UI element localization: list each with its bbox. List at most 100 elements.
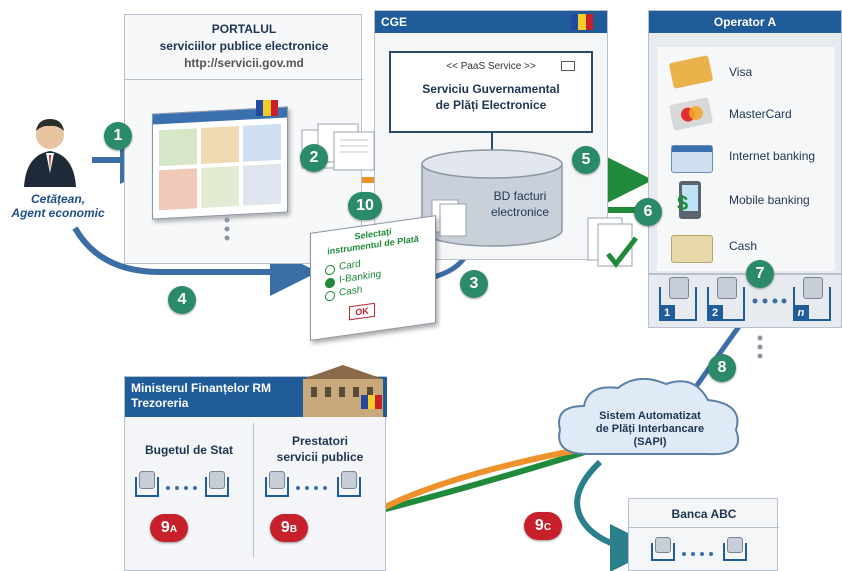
citizen-label-line1: Cetățean, [30, 192, 86, 206]
server-icon [139, 471, 155, 489]
step-badge-10: 10 [348, 192, 382, 220]
account-slot-1: 1 [659, 277, 697, 321]
server-icon [269, 471, 285, 489]
sapi-cloud-icon [558, 377, 739, 456]
step-9a-sub: A [169, 524, 178, 535]
citizen-label: Cetățean, Agent economic [8, 192, 108, 220]
payment-instrument-form: Selectați instrumentul de Plată Card I-B… [310, 215, 436, 341]
citizen-label-line2: Agent economic [11, 206, 105, 220]
dollar-icon: $ [677, 193, 689, 215]
portal-divider [125, 79, 363, 80]
person-icon [24, 119, 76, 187]
paas-service-name: Serviciu Guvernamental de Plăți Electron… [391, 81, 591, 113]
vertical-ellipsis-icon [224, 217, 230, 241]
paas-service-box: << PaaS Service >> Serviciu Guvernamenta… [389, 51, 593, 133]
ministry-building-icon [303, 365, 383, 417]
db-label-line1: BD facturi [493, 189, 547, 203]
moldova-flag-icon [571, 14, 593, 30]
browser-window-icon [671, 145, 713, 173]
step-badge-8: 8 [708, 354, 736, 382]
radio-icon[interactable] [325, 264, 335, 276]
portal-screenshot-tile [201, 126, 239, 164]
step-badge-9c: 9C [524, 512, 562, 540]
arrow-step-9c [574, 459, 658, 571]
cge-title-bar: CGE [375, 11, 607, 33]
account-slot [265, 471, 289, 497]
sapi-label-line3: (SAPI) [633, 436, 667, 448]
step-badge-5: 5 [572, 146, 600, 174]
server-icon [727, 537, 743, 553]
account-slot [651, 537, 675, 561]
account-number-1: 1 [659, 305, 675, 321]
portal-screenshot-tile [159, 128, 197, 167]
step-badge-6: 6 [634, 198, 662, 226]
method-mastercard-label: MasterCard [729, 107, 792, 121]
method-visa-label: Visa [729, 65, 753, 79]
form-options: Card I-Banking Cash [325, 250, 425, 303]
ellipsis-icon [296, 486, 327, 490]
ellipsis-icon [682, 552, 713, 556]
ellipsis-icon [752, 298, 787, 304]
sapi-label: Sistem Automatizat de Plăți Interbancare… [570, 410, 730, 449]
method-internet-banking-label: Internet banking [729, 149, 816, 163]
account-slot-n: n [793, 277, 831, 321]
bank-divider [629, 527, 779, 528]
server-icon [803, 277, 823, 299]
portal-screenshot-tile [201, 166, 239, 208]
ministry-title-line2: Trezoreria [131, 396, 189, 410]
portal-screenshot-tile [159, 168, 197, 211]
operator-title-bar: Operator A [649, 11, 841, 33]
step-9b-sub: B [289, 524, 298, 535]
payment-methods-list: Visa MasterCard Internet banking $ Mobil… [657, 47, 835, 271]
paas-service-tag: << PaaS Service >> [446, 61, 536, 72]
portal-screenshot-tile [243, 163, 281, 206]
account-slot [723, 537, 747, 561]
cash-icon [671, 235, 713, 263]
form-ok-button[interactable]: OK [349, 302, 375, 321]
portal-url: http://servicii.gov.md [184, 56, 304, 70]
mobile-phone-icon [679, 181, 701, 219]
server-icon [209, 471, 225, 489]
account-number-n: n [793, 305, 809, 321]
vertical-ellipsis-icon [757, 335, 763, 359]
step-badge-2: 2 [300, 144, 328, 172]
radio-selected-icon[interactable] [325, 277, 335, 289]
account-slot [337, 471, 361, 497]
arrow-step-4 [72, 226, 318, 296]
visa-card-icon [668, 55, 714, 89]
state-budget-label: Bugetul de Stat [144, 443, 233, 457]
step-9c-number: 9 [534, 517, 544, 534]
providers-label-line2: servicii publice [276, 450, 364, 464]
mastercard-card-icon [668, 97, 714, 131]
step-9c-sub: C [543, 522, 552, 533]
step-badge-9a: 9A [150, 514, 188, 542]
operator-panel: Operator A Visa MasterCard Internet bank… [648, 10, 842, 328]
step-badge-3: 3 [460, 270, 488, 298]
paas-service-name-line1: Serviciu Guvernamental [422, 82, 560, 96]
service-db-connector [491, 133, 493, 161]
account-slot-2: 2 [707, 277, 745, 321]
portal-screenshot [152, 106, 288, 220]
operator-divider [649, 273, 842, 275]
step-badge-1: 1 [104, 122, 132, 150]
account-slot [205, 471, 229, 497]
bank-panel: Banca ABC [628, 498, 779, 571]
bank-title: Banca ABC [671, 507, 737, 521]
providers-label-line1: Prestatori [291, 434, 349, 448]
step-badge-7: 7 [746, 260, 774, 288]
db-label-line2: electronice [490, 205, 550, 219]
cge-title: CGE [381, 15, 408, 29]
server-icon [717, 277, 737, 299]
form-option-card-label: Card [339, 258, 361, 273]
invoice-document-icon [431, 199, 467, 237]
method-mastercard: MasterCard [657, 97, 835, 131]
step-9a-number: 9 [160, 519, 170, 536]
sapi-label-line2: de Plăți Interbancare [595, 423, 705, 435]
paas-service-name-line2: de Plăți Electronice [435, 98, 547, 112]
portal-title-line1: PORTALUL [211, 22, 277, 36]
db-label: BD facturi electronice [470, 188, 570, 220]
radio-icon[interactable] [325, 290, 335, 302]
operator-title: Operator A [713, 15, 777, 29]
step-9b-number: 9 [280, 519, 290, 536]
portal-title-line2: serviciilor publice electronice [159, 39, 329, 53]
